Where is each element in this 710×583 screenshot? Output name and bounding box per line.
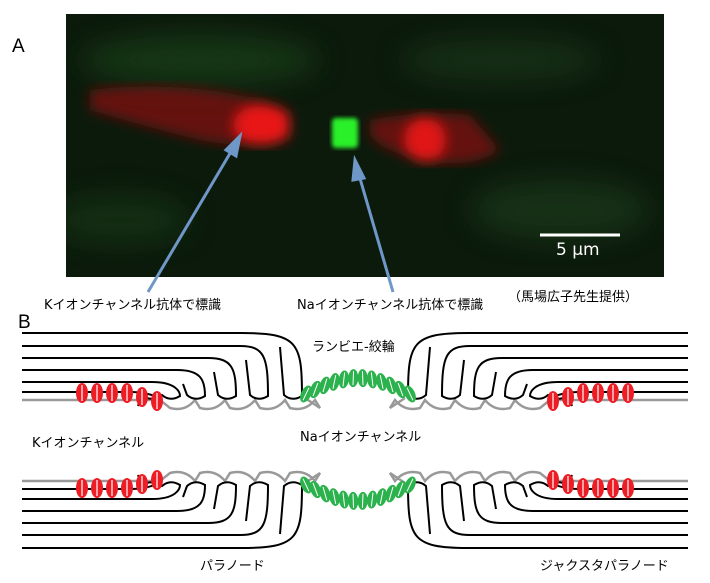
myelin-lamella — [528, 381, 688, 400]
k-channel — [76, 478, 88, 498]
myelin-lamella — [440, 345, 688, 400]
k-channel — [577, 383, 589, 403]
panel-b-letter: B — [18, 312, 31, 333]
arrow-na — [357, 174, 395, 293]
k-channel — [622, 478, 634, 498]
na-antibody-label: Naイオンチャンネル抗体で標識 — [297, 298, 484, 313]
k-channel — [91, 478, 103, 498]
node-diagram — [22, 332, 688, 549]
na-channel — [376, 488, 387, 506]
myelin-lamella — [406, 332, 688, 400]
myelin-lamella — [472, 481, 688, 524]
k-channel — [136, 474, 148, 494]
myelin-lamella — [22, 481, 182, 500]
k-channel — [76, 383, 88, 403]
k-channel — [121, 478, 133, 498]
axolemma — [388, 396, 688, 411]
k-channel — [91, 383, 103, 403]
na-channel — [357, 369, 368, 388]
na-channel — [329, 488, 340, 506]
arrows — [146, 131, 395, 293]
na-channel — [348, 369, 359, 388]
k-channel — [106, 478, 118, 498]
k-channel — [592, 383, 604, 403]
k-channel-stain-left — [90, 86, 290, 145]
k-channel-stain-right — [370, 113, 500, 164]
na-channel — [338, 370, 349, 389]
myelin-lamella — [22, 481, 270, 536]
na-channel — [300, 476, 312, 494]
na-channel — [404, 385, 416, 403]
k-channel — [592, 478, 604, 498]
na-channel — [376, 373, 387, 391]
na-channel — [348, 491, 359, 510]
na-channel-stain — [332, 118, 358, 148]
na-channel — [367, 490, 378, 509]
k-channel — [106, 383, 118, 403]
myelin-lamella — [528, 481, 688, 500]
k-channel — [547, 470, 559, 490]
myelin-lamella — [22, 357, 238, 400]
na-channel — [319, 376, 331, 395]
arrow-na-head — [351, 154, 367, 182]
myelin-lamella — [22, 481, 238, 524]
myelin-lamella — [22, 345, 270, 400]
axolemma — [388, 470, 688, 485]
na-channel — [300, 385, 312, 403]
myelin-lamella — [22, 369, 207, 400]
na-channel — [338, 490, 349, 509]
na-channel — [367, 370, 378, 389]
scale-bar-label: 5 µm — [556, 240, 600, 260]
na-channel — [394, 480, 407, 499]
na-channel — [385, 484, 397, 503]
k-channel — [151, 470, 163, 490]
k-channel — [607, 383, 619, 403]
myelin-lamella — [406, 481, 688, 549]
k-channel — [622, 383, 634, 403]
k-channel-label: Kイオンチャンネル — [32, 436, 145, 451]
myelin-lamella — [22, 381, 182, 400]
myelin-bottom-left — [22, 470, 322, 549]
paranode-label: パラノード — [200, 559, 265, 574]
micrograph — [66, 14, 664, 277]
myelin-lamella — [22, 481, 304, 549]
na-channel — [394, 380, 407, 399]
k-channel — [577, 478, 589, 498]
myelin-lamella — [503, 481, 688, 512]
na-channel — [329, 373, 340, 391]
myelin-lamella — [503, 369, 688, 400]
na-channel — [357, 491, 368, 510]
k-channel — [607, 478, 619, 498]
k-antibody-label: Kイオンチャンネル抗体で標識 — [44, 298, 222, 313]
myelin-lamella — [472, 357, 688, 400]
arrow-k — [146, 149, 234, 293]
myelin-lamella — [22, 332, 304, 400]
na-channel-label: Naイオンチャンネル — [300, 430, 422, 445]
k-channel — [562, 387, 574, 407]
k-channel — [151, 391, 163, 411]
myelin-lamella — [440, 481, 688, 536]
k-channel — [121, 383, 133, 403]
arrow-k-head — [223, 131, 243, 159]
axolemma — [22, 396, 322, 411]
na-channel — [319, 484, 331, 503]
k-channel — [547, 391, 559, 411]
axolemma — [22, 470, 322, 485]
k-channel — [136, 387, 148, 407]
na-channel — [404, 476, 416, 494]
panel-a-letter: A — [12, 36, 25, 57]
na-channel — [385, 376, 397, 395]
myelin-lamella — [22, 481, 207, 512]
credit-label: （馬場広子先生提供） — [508, 290, 639, 305]
node-of-ranvier-label: ランビエ-絞輪 — [312, 340, 395, 355]
myelin-top-right — [388, 332, 688, 411]
juxtaparanode-label: ジャクスタパラノード — [540, 559, 669, 574]
na-channel — [309, 380, 322, 399]
k-channel — [562, 474, 574, 494]
myelin-bottom-right — [388, 470, 688, 549]
myelin-top-left — [22, 332, 322, 411]
na-channel — [309, 480, 322, 499]
